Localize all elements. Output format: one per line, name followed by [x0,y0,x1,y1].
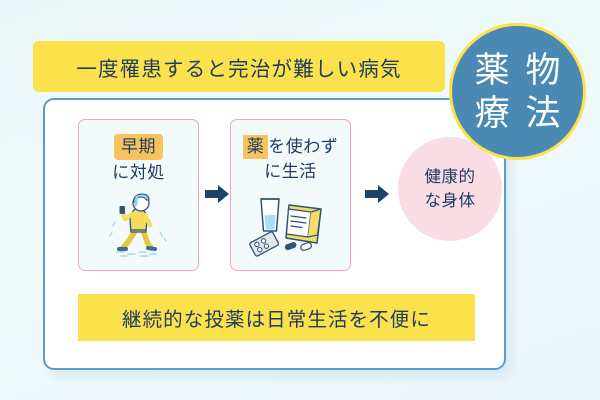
water-glass-medicine-icon [245,191,337,257]
top-banner: 一度罹患すると完治が難しい病気 [33,41,445,92]
bottom-banner-text: 継続的な投薬は日常生活を不便に [121,309,431,331]
flow-step-2-highlight: 薬 [242,134,269,159]
flow-step-1: 早期 に対処 [78,119,199,271]
flow-diagram: 早期 に対処 [78,119,502,271]
flow-arrow-2 [364,183,390,205]
walking-person-icon [93,192,185,258]
badge-line1: 薬 物 [474,50,564,90]
flow-step-1-line1: 早期 [114,134,163,160]
flow-step-2-line1: 薬を使わず [242,134,339,159]
badge-line2: 療 法 [474,93,564,133]
flow-step-1-line2: に対処 [112,163,165,182]
top-banner-text: 一度罹患すると完治が難しい病気 [76,57,402,81]
result-line1: 健康的 [424,168,476,186]
flow-step-2-rest: を使わず [268,137,339,156]
result-line2: な身体 [424,192,476,210]
drug-therapy-badge: 薬 物 療 法 [449,23,586,160]
result-circle: 健康的 な身体 [398,137,502,241]
flow-step-2: 薬を使わず に生活 [230,119,351,271]
flow-step-1-highlight: 早期 [114,134,163,160]
main-card: 早期 に対処 [43,98,506,370]
flow-arrow-1 [204,183,230,205]
flow-step-2-line2: に生活 [264,162,317,181]
bottom-banner: 継続的な投薬は日常生活を不便に [78,294,475,341]
